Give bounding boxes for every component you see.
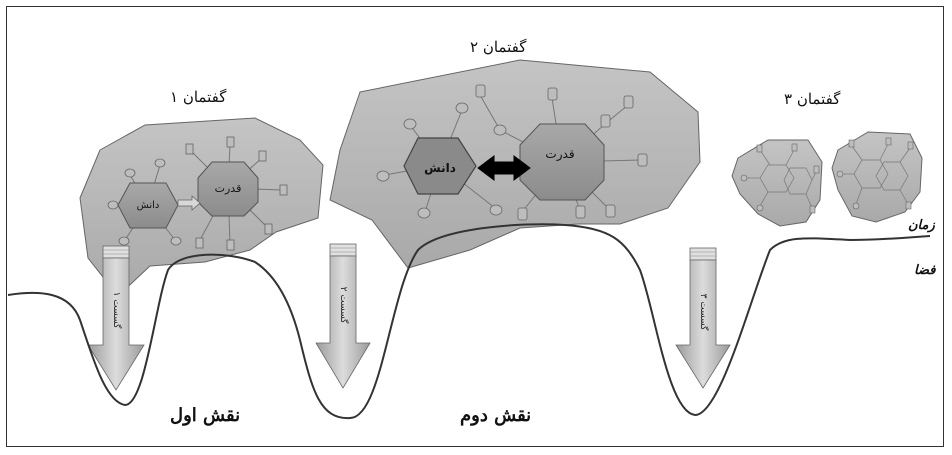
diagram-border (6, 6, 944, 447)
break-arrow-1: گسست ۱ (87, 245, 145, 391)
discourse-3-title: گفتمان ۳ (784, 90, 841, 108)
break-2-label: گسست ۲ (338, 287, 350, 325)
axis-time-label: زمان (908, 218, 935, 233)
discourse-1-cloud (79, 117, 324, 297)
discourse-1-power-node (197, 161, 259, 217)
axis-space-label: فضا (914, 263, 936, 278)
discourse-2-power-label: قدرت (545, 147, 574, 162)
discourse-3-network (731, 131, 923, 227)
discourse-2-network: دانش قدرت (329, 59, 701, 269)
break-arrow-2: گسست ۲ (315, 243, 371, 389)
discourse-1-network: دانش قدرت (79, 117, 324, 297)
discourse-1-power-label: قدرت (215, 182, 242, 195)
break-1-label: گسست ۱ (111, 292, 123, 330)
discourse-2-knowledge-node (403, 137, 477, 195)
discourse-2-knowledge-label: دانش (424, 161, 456, 175)
role-first-label: نقش اول (170, 405, 241, 426)
discourse-3-cloud-left (731, 139, 823, 227)
discourse-1-knowledge-node (117, 182, 179, 229)
discourse-2-power-node (519, 123, 605, 201)
time-space-curve (7, 223, 931, 420)
discourse-1-link-arrow (177, 195, 201, 211)
discourse-2-title: گفتمان ۲ (470, 38, 527, 56)
discourse-3-cloud-right (831, 131, 923, 223)
role-second-label: نقش دوم (460, 405, 532, 426)
discourse-2-bidirectional-arrow (477, 155, 531, 181)
discourse-1-knowledge-label: دانش (137, 200, 160, 211)
discourse-1-title: گفتمان ۱ (170, 88, 227, 106)
break-3-label: گسست ۳ (698, 294, 710, 332)
break-arrow-3: گسست ۳ (675, 247, 731, 389)
